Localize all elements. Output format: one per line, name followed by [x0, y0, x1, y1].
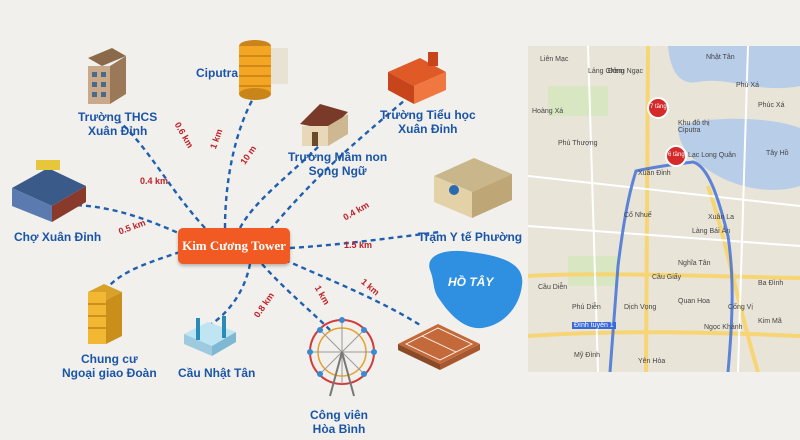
label-ho-tay: HỒ TÂY — [448, 275, 494, 289]
map-label-langbaian: Làng Bái Ân — [692, 228, 731, 235]
connector-tram — [289, 230, 441, 250]
label-tieuhoc: Trường Tiểu học Xuân Đỉnh — [380, 108, 476, 136]
map-label-ciputra: Khu đô thị Ciputra — [678, 120, 710, 134]
map-label-dinhtuyen: Đình tuyến 1 — [572, 322, 616, 329]
map-label-hoangxa: Hoàng Xá — [532, 108, 564, 115]
map-label-quanhoa: Quan Hoa — [678, 298, 710, 305]
map-label-caudien: Cầu Diễn — [538, 284, 568, 291]
label-cho: Chợ Xuân Đỉnh — [14, 230, 102, 244]
map-label-xuanla: Xuân La — [708, 214, 735, 221]
map-label-kimma: Kim Mã — [758, 318, 782, 325]
label-congvien: Công viên Hòa Bình — [310, 408, 368, 436]
map-label-phuthuong: Phú Thượng — [558, 140, 598, 147]
tieuhoc-building-icon — [388, 52, 446, 104]
map-label-dongngac: Đông Ngạc — [608, 68, 644, 75]
map-label-xuandinh: Xuân Đỉnh — [638, 170, 671, 177]
map-label-langchem: Lảng Chem — [588, 68, 625, 75]
map-label-phuxa: Phú Xá — [736, 82, 759, 89]
map-label-ngockhanh: Ngọc Khánh — [704, 324, 743, 331]
kim-cuong-tower-center: Kim Cương Tower — [178, 228, 290, 264]
map-label-yenhoa: Yên Hòa — [638, 358, 666, 365]
tennis-court-icon — [398, 324, 480, 370]
ferris-wheel-icon — [307, 317, 377, 397]
chungcu-tower-icon — [88, 284, 122, 344]
location-map[interactable]: 7 tầng 6 tầng Đông Ngạc Nhật Tân Phú Xá … — [528, 46, 800, 372]
label-ciputra: Ciputra — [196, 66, 238, 80]
connector-lines — [69, 94, 441, 331]
distance-tram: 1.5 km — [344, 240, 373, 250]
map-badge-2: 6 tầng — [668, 152, 685, 158]
label-thcs-text: Trường THCS Xuân Đỉnh — [78, 110, 158, 138]
map-label-conhue: Cổ Nhuế — [624, 212, 652, 219]
map-label-nhattan: Nhật Tân — [706, 54, 735, 61]
mamnon-house-icon — [300, 104, 348, 146]
label-chungcu: Chung cư Ngoại giao Đoàn — [62, 352, 157, 380]
ciputra-building-icon — [239, 40, 288, 100]
map-label-laclongquan: Lạc Long Quân — [688, 152, 736, 159]
label-chungcu-text: Chung cư Ngoại giao Đoàn — [62, 352, 157, 380]
map-label-caugiay: Cầu Giấy — [652, 274, 682, 281]
distance-cho: 0.4 km — [140, 176, 169, 186]
tram-yte-building-icon — [434, 158, 512, 218]
label-cau: Cầu Nhật Tân — [178, 366, 256, 380]
map-label-dichvong: Dịch Vọng — [624, 304, 657, 311]
map-label-mydinh: Mỹ Đình — [574, 352, 601, 359]
connector-congvien — [261, 263, 331, 331]
connector-chungcu — [109, 250, 181, 286]
map-badge-1: 7 tầng — [650, 104, 667, 110]
label-congvien-text: Công viên Hòa Bình — [310, 408, 369, 436]
connector-tieuhoc — [269, 99, 406, 231]
map-graphics — [528, 46, 800, 372]
map-label-phucxa: Phúc Xá — [758, 102, 785, 109]
ho-tay-lake — [429, 250, 523, 329]
map-label-phudien: Phú Diễn — [572, 304, 601, 311]
connector-mamnon — [238, 144, 321, 229]
label-tram: Trạm Y tế Phường — [418, 230, 523, 244]
map-label-badinh: Ba Đình — [758, 280, 784, 287]
connector-cho — [69, 203, 186, 238]
cho-market-icon — [12, 160, 86, 222]
connector-tennis — [284, 258, 421, 327]
thcs-building-icon — [88, 48, 126, 104]
map-label-nghiatan: Nghĩa Tân — [678, 260, 711, 267]
connector-thcs — [119, 121, 206, 229]
map-label-lienmac: Liên Mạc — [540, 56, 569, 63]
map-label-congvi: Cống Vị — [728, 304, 753, 311]
label-mamnon: Trường Mầm non Song Ngữ — [288, 150, 387, 178]
connector-cau — [209, 263, 252, 327]
cau-nhattan-icon — [184, 316, 236, 356]
map-label-tayho: Tây Hồ — [766, 150, 789, 157]
label-mamnon-text: Trường Mầm non Song Ngữ — [288, 150, 388, 178]
label-thcs: Trường THCS Xuân Đỉnh — [78, 110, 157, 138]
label-tieuhoc-text: Trường Tiểu học Xuân Đỉnh — [380, 108, 476, 136]
